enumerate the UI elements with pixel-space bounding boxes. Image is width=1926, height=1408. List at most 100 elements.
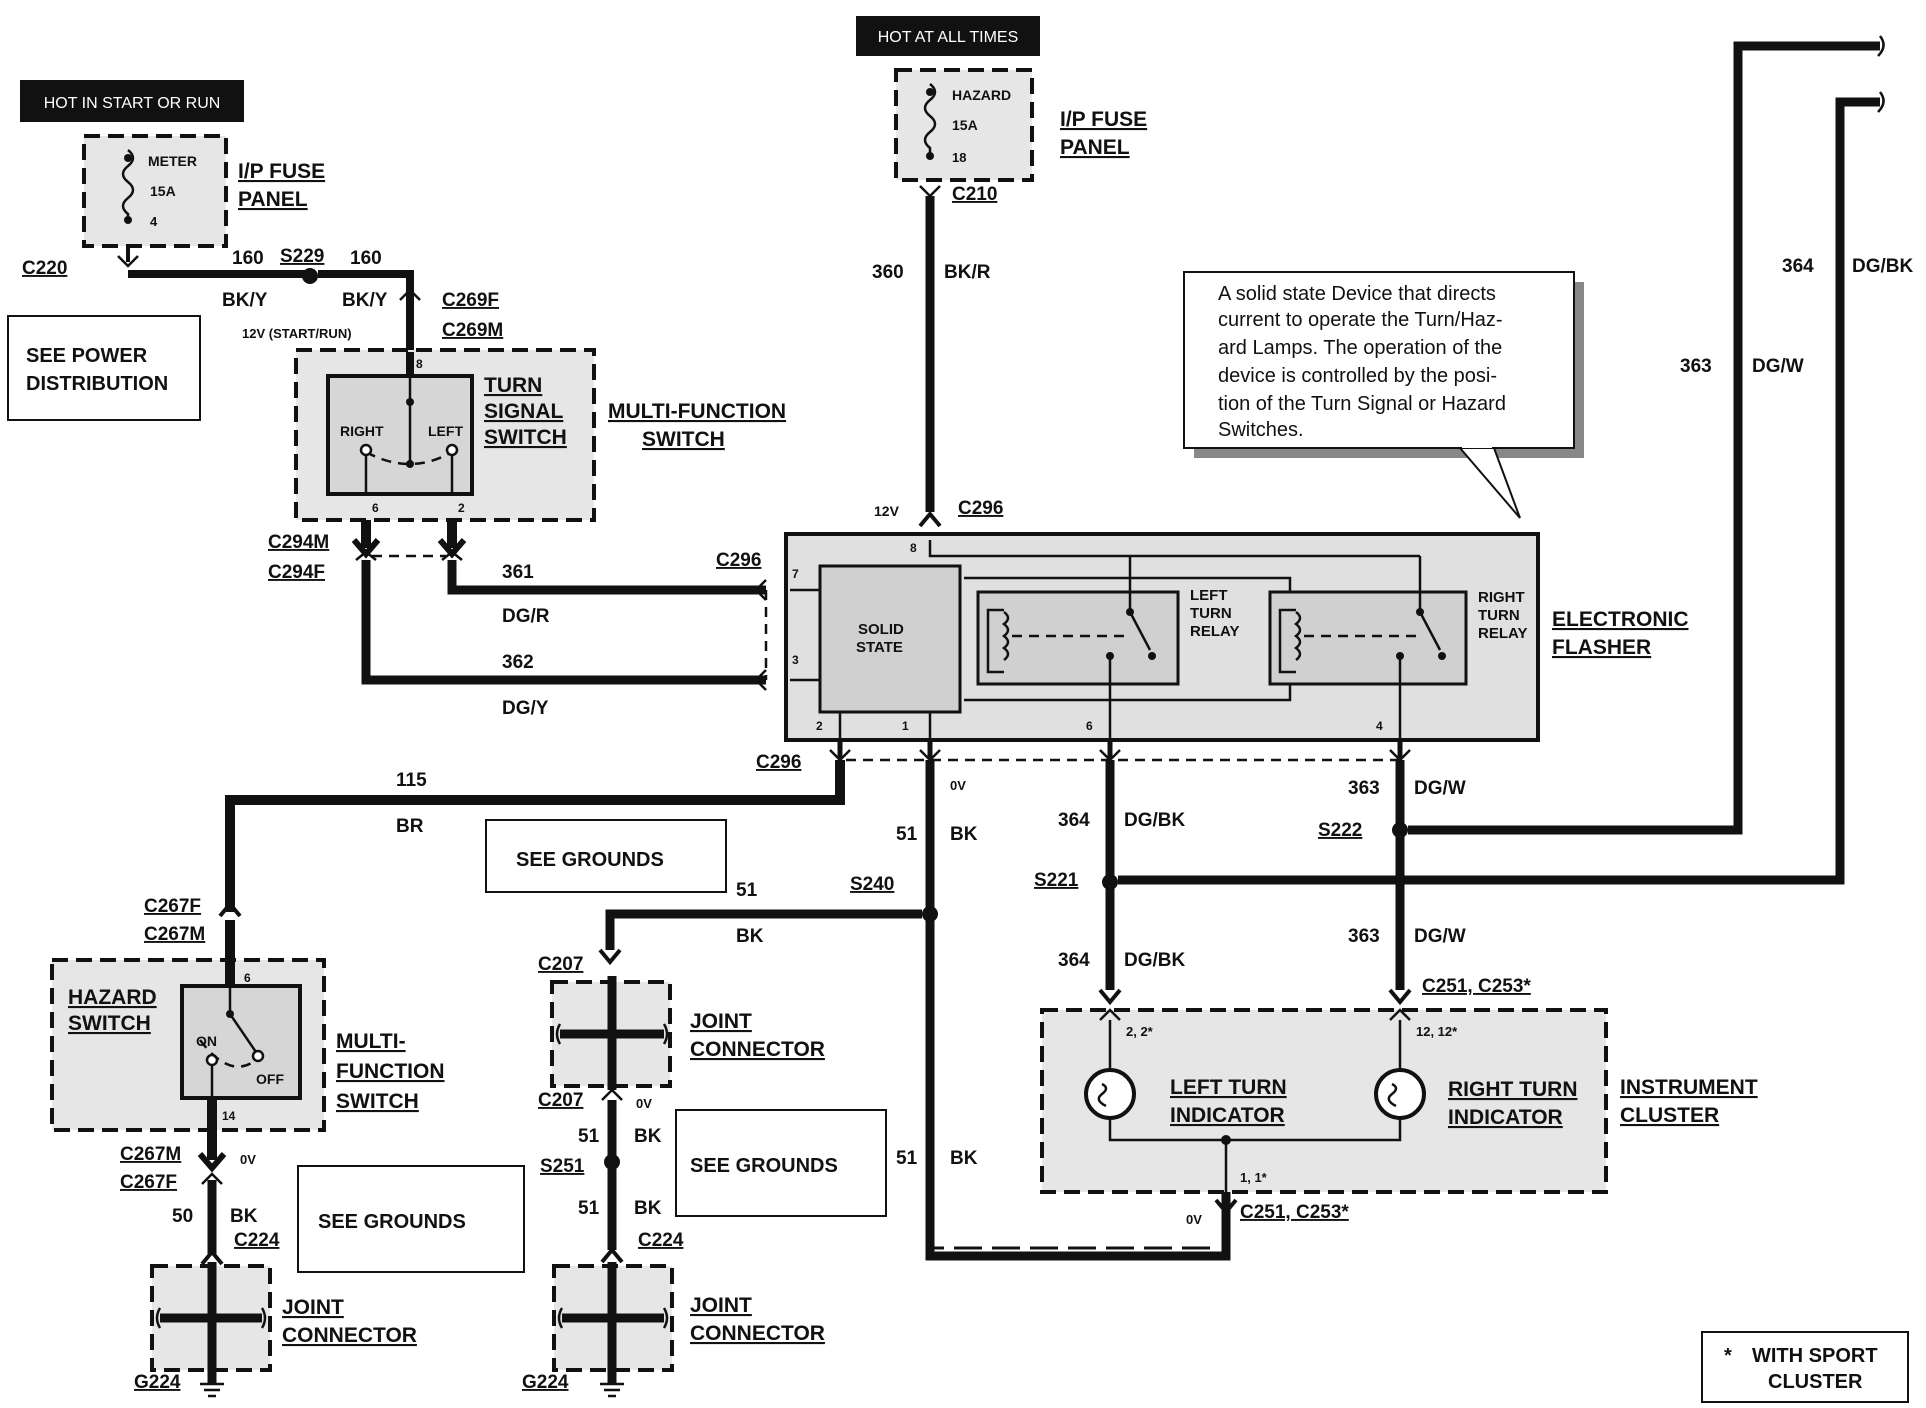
see-grounds-box-a: SEE GROUNDS [485, 819, 727, 893]
svg-text:LEFT TURN: LEFT TURN [1170, 1076, 1287, 1099]
s229-label: S229 [280, 246, 324, 267]
svg-text:BK: BK [950, 1148, 978, 1169]
svg-text:364: 364 [1058, 950, 1090, 971]
svg-text:363: 363 [1680, 356, 1712, 377]
svg-text:4: 4 [1376, 719, 1383, 733]
svg-text:tion of the Turn Signal or Haz: tion of the Turn Signal or Hazard [1218, 393, 1506, 415]
svg-text:DG/W: DG/W [1414, 926, 1466, 947]
svg-text:2, 2*: 2, 2* [1126, 1024, 1154, 1039]
meter-fuse: METER 15A 4 [82, 134, 228, 248]
svg-text:C267F: C267F [144, 896, 201, 917]
svg-text:18: 18 [952, 150, 966, 165]
svg-text:SIGNAL: SIGNAL [484, 400, 564, 423]
svg-text:SEE GROUNDS: SEE GROUNDS [690, 1155, 838, 1177]
svg-text:BK: BK [736, 926, 764, 947]
svg-text:*: * [1724, 1345, 1732, 1367]
svg-text:0V: 0V [1186, 1212, 1202, 1227]
hazard-fuse: HAZARD 15A 18 [894, 68, 1034, 182]
svg-text:8: 8 [910, 541, 917, 555]
svg-text:RELAY: RELAY [1478, 625, 1527, 642]
svg-text:JOINT: JOINT [690, 1294, 752, 1317]
ip-fuse-label-c: I/P FUSE [1060, 108, 1147, 131]
svg-text:BK/R: BK/R [944, 262, 991, 283]
c220-connector [117, 255, 139, 268]
svg-text:C267M: C267M [120, 1144, 181, 1165]
svg-text:51: 51 [896, 1148, 918, 1169]
hazard-switch: 6 ON OFF 14 HAZARD SWITCH [50, 920, 326, 1132]
svg-text:current to operate the Turn/Ha: current to operate the Turn/Haz- [1218, 309, 1503, 331]
svg-text:364: 364 [1782, 256, 1814, 277]
svg-text:7: 7 [792, 567, 799, 581]
ip-fuse-label-a: I/P FUSE [238, 160, 325, 183]
svg-text:SEE GROUNDS: SEE GROUNDS [516, 849, 664, 871]
s221-label: S221 [1034, 870, 1079, 891]
c296-bottom-label: C296 [756, 752, 801, 773]
svg-text:HAZARD: HAZARD [952, 87, 1011, 103]
svg-text:51: 51 [578, 1126, 600, 1147]
svg-text:DG/W: DG/W [1752, 356, 1804, 377]
svg-text:BK: BK [634, 1198, 662, 1219]
svg-text:51: 51 [578, 1198, 600, 1219]
c224-left-label: C224 [234, 1230, 280, 1251]
svg-text:360: 360 [872, 262, 904, 283]
svg-text:0V: 0V [950, 778, 966, 793]
c296-top-label: C296 [958, 498, 1003, 519]
svg-text:DISTRIBUTION: DISTRIBUTION [26, 373, 168, 395]
c224-mid-label: C224 [638, 1230, 684, 1251]
svg-text:CONNECTOR: CONNECTOR [690, 1322, 825, 1345]
svg-text:8: 8 [416, 357, 423, 371]
svg-text:50: 50 [172, 1206, 193, 1227]
svg-text:JOINT: JOINT [282, 1296, 344, 1319]
svg-text:BK: BK [950, 824, 978, 845]
svg-text:0V: 0V [636, 1096, 652, 1111]
svg-text:BK/Y: BK/Y [342, 290, 388, 311]
svg-text:ON: ON [196, 1033, 217, 1049]
svg-text:C267F: C267F [120, 1172, 177, 1193]
svg-text:12, 12*: 12, 12* [1416, 1024, 1458, 1039]
svg-text:160: 160 [350, 248, 382, 269]
svg-text:C269M: C269M [442, 320, 503, 341]
svg-text:A solid state Device that dire: A solid state Device that directs [1218, 283, 1496, 305]
svg-text:BK: BK [634, 1126, 662, 1147]
svg-text:LEFT: LEFT [428, 423, 463, 439]
joint-connector-g224-mid [552, 1262, 674, 1398]
svg-text:361: 361 [502, 562, 534, 583]
svg-text:1, 1*: 1, 1* [1240, 1170, 1268, 1185]
g224-mid-label: G224 [522, 1372, 569, 1393]
svg-text:JOINT: JOINT [690, 1010, 752, 1033]
svg-text:14: 14 [222, 1109, 236, 1123]
s240-splice [922, 906, 938, 922]
svg-text:SWITCH: SWITCH [484, 426, 567, 449]
svg-text:1: 1 [902, 719, 909, 733]
svg-text:STATE: STATE [856, 639, 903, 656]
hot-start-run-label: HOT IN START OR RUN [20, 80, 244, 122]
svg-text:C294M: C294M [268, 532, 329, 553]
ip-fuse-label-d: PANEL [1060, 136, 1130, 159]
svg-text:DG/W: DG/W [1414, 778, 1466, 799]
turn-signal-switch: 8 RIGHT LEFT 6 2 TURN SIGNAL SWITCH [294, 348, 596, 522]
svg-text:BK: BK [230, 1206, 258, 1227]
c220-label: C220 [22, 258, 67, 279]
svg-text:12V (START/RUN): 12V (START/RUN) [242, 326, 352, 341]
svg-text:DG/Y: DG/Y [502, 698, 549, 719]
svg-text:C294F: C294F [268, 562, 325, 583]
svg-text:6: 6 [372, 501, 379, 515]
svg-text:SEE GROUNDS: SEE GROUNDS [318, 1211, 466, 1233]
multifunction-switch-label-b: SWITCH [642, 428, 725, 451]
svg-text:HOT AT ALL TIMES: HOT AT ALL TIMES [878, 29, 1019, 46]
svg-text:2: 2 [816, 719, 823, 733]
s221-splice [1102, 874, 1118, 890]
svg-text:METER: METER [148, 153, 197, 169]
svg-text:CONNECTOR: CONNECTOR [690, 1038, 825, 1061]
joint-connector-g224-left [150, 1262, 272, 1398]
svg-text:3: 3 [792, 653, 799, 667]
svg-text:RIGHT TURN: RIGHT TURN [1448, 1078, 1578, 1101]
ip-fuse-label-b: PANEL [238, 188, 308, 211]
c210-label: C210 [952, 184, 997, 205]
svg-text:TURN: TURN [1478, 607, 1520, 624]
svg-text:364: 364 [1058, 810, 1090, 831]
svg-text:OFF: OFF [256, 1071, 284, 1087]
c251-top-label: C251, C253* [1422, 976, 1531, 997]
svg-text:INDICATOR: INDICATOR [1170, 1104, 1285, 1127]
